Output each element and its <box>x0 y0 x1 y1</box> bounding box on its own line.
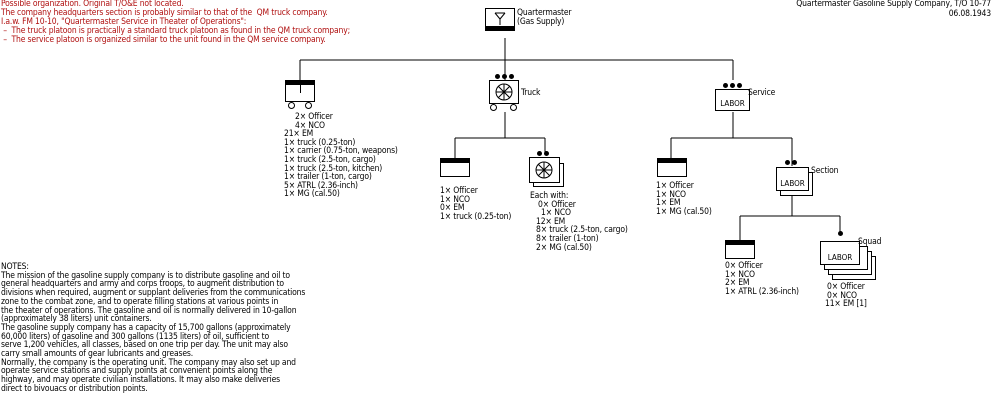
company-label-2: (Gas Supply) <box>517 17 565 27</box>
labor-text: LABOR <box>780 179 805 188</box>
truck-section-item: 1× NCO <box>541 208 571 219</box>
service-platoon-symbol: LABOR <box>715 89 750 111</box>
service-hq-item: 1× NCO <box>656 189 686 200</box>
wheel-icon <box>288 102 295 109</box>
truck-hq-item: 1× NCO <box>440 194 470 205</box>
hq-company-item: 1× truck (2.5-ton, cargo) <box>284 155 376 165</box>
truck-hq-item: 1× Officer <box>440 186 478 196</box>
hq-company-item: 21× EM <box>284 129 314 140</box>
hq-company-item: 1× MG (cal.50) <box>284 189 340 200</box>
transport-wheel-icon <box>495 83 513 101</box>
header-note-4: – The truck platoon is practically a sta… <box>1 26 351 36</box>
notes-line: The mission of the gasoline supply compa… <box>1 270 290 281</box>
service-hq-symbol <box>657 158 687 177</box>
section-dot <box>792 160 797 165</box>
notes-line: carry small amounts of gear lubricants a… <box>1 349 194 359</box>
truck-section-item: 8× trailer (1-ton) <box>536 234 599 244</box>
gas-supply-icon <box>494 12 506 25</box>
company-label-1: Quartermaster <box>517 8 572 18</box>
section-hq-item: 1× NCO <box>725 269 755 280</box>
truck-hq-item: 1× truck (0.25-ton) <box>440 211 512 222</box>
transport-wheel-icon <box>535 161 553 179</box>
truck-platoon-symbol <box>489 80 519 104</box>
service-hq-item: 1× MG (cal.50) <box>656 206 712 217</box>
notes-line: zone to the combat zone, and to operate … <box>1 296 279 307</box>
truck-section-item: 12× EM <box>536 216 566 227</box>
header-note-2: The company headquarters section is prob… <box>1 8 328 18</box>
service-hq-item: 1× EM <box>656 198 681 209</box>
labor-text: LABOR <box>827 253 853 262</box>
wheel-icon <box>305 102 312 109</box>
hq-company-item: 2× Officer <box>295 112 333 122</box>
labor-section-symbol: LABOR <box>776 167 809 191</box>
hq-company-item: 1× truck (0.25-ton) <box>284 137 356 148</box>
platoon-dot <box>723 83 728 88</box>
notes-line: the theater of operations. The gasoline … <box>1 305 297 316</box>
hq-company-symbol <box>285 80 315 102</box>
section-dot <box>544 151 549 156</box>
section-hq-symbol <box>725 240 755 259</box>
section-dot <box>537 151 542 156</box>
hq-company-item: 1× truck (2.5-ton, kitchen) <box>284 163 383 174</box>
labor-text: LABOR <box>720 99 745 108</box>
platoon-dot <box>502 74 507 79</box>
labor-squad-symbol: LABOR <box>820 241 860 265</box>
platoon-dot <box>509 74 514 79</box>
truck-section-symbol <box>529 157 560 183</box>
header-note-5: – The service platoon is organized simil… <box>1 35 326 45</box>
section-hq-item: 1× ATRL (2.36-inch) <box>725 286 799 297</box>
platoon-dot <box>495 74 500 79</box>
service-platoon-label: Service <box>748 88 776 98</box>
wheel-icon <box>510 104 517 111</box>
section-hq-item: 0× Officer <box>725 261 763 271</box>
notes-line: (approximately 38 liters) unit container… <box>1 314 152 325</box>
notes-line: serve 1,200 vehicles, all classes, based… <box>1 340 288 351</box>
truck-platoon-label: Truck <box>521 88 541 98</box>
truck-section-item: 2× MG (cal.50) <box>536 242 592 253</box>
hq-company-item: 1× trailer (1-ton, cargo) <box>284 172 372 183</box>
notes-line: direct to bivouacs or distribution point… <box>1 383 148 394</box>
notes-line: 60,000 liters) of gasoline and 300 gallo… <box>1 331 270 342</box>
service-hq-item: 1× Officer <box>656 181 694 191</box>
squad-item: 11× EM [1] <box>825 299 867 310</box>
notes-line: operate service stations and supply poin… <box>1 366 273 377</box>
truck-section-item: Each with: <box>530 191 569 201</box>
squad-item: 0× NCO <box>827 290 857 301</box>
notes-line: divisions when required, augment or supp… <box>1 288 306 299</box>
hq-company-item: 5× ATRL (2.36-inch) <box>284 180 358 191</box>
squad-item: 0× Officer <box>827 282 865 292</box>
notes-line: highway, and may operate civilian instal… <box>1 375 281 386</box>
header-note-3: I.a.w. FM 10-10, "Quartermaster Service … <box>1 17 247 27</box>
section-dot <box>785 160 790 165</box>
platoon-dot <box>737 83 742 88</box>
hq-company-item: 1× carrier (0.75-ton, weapons) <box>284 146 398 157</box>
page-title: Quartermaster Gasoline Supply Company, T… <box>796 0 991 9</box>
hq-company-item: 4× NCO <box>295 120 325 131</box>
section-label: Section <box>811 166 839 176</box>
truck-hq-item: 0× EM <box>440 203 465 214</box>
section-hq-item: 2× EM <box>725 278 750 289</box>
notes-line: Normally, the company is the operating u… <box>1 357 296 368</box>
platoon-dot <box>730 83 735 88</box>
squad-label: Squad <box>858 237 882 247</box>
notes-line: NOTES: <box>1 262 29 272</box>
truck-hq-symbol <box>440 158 470 177</box>
notes-line: The gasoline supply company has a capaci… <box>1 322 291 333</box>
page-date: 06.08.1943 <box>948 9 991 19</box>
header-note-1: Possible organization. Original T/O&E no… <box>1 0 184 9</box>
wheel-icon <box>490 104 497 111</box>
squad-dot <box>838 231 843 236</box>
notes-line: general headquarters and army and corps … <box>1 279 284 290</box>
truck-section-item: 8× truck (2.5-ton, cargo) <box>536 225 628 236</box>
company-qm-symbol <box>485 8 515 31</box>
truck-section-item: 0× Officer <box>538 199 576 210</box>
